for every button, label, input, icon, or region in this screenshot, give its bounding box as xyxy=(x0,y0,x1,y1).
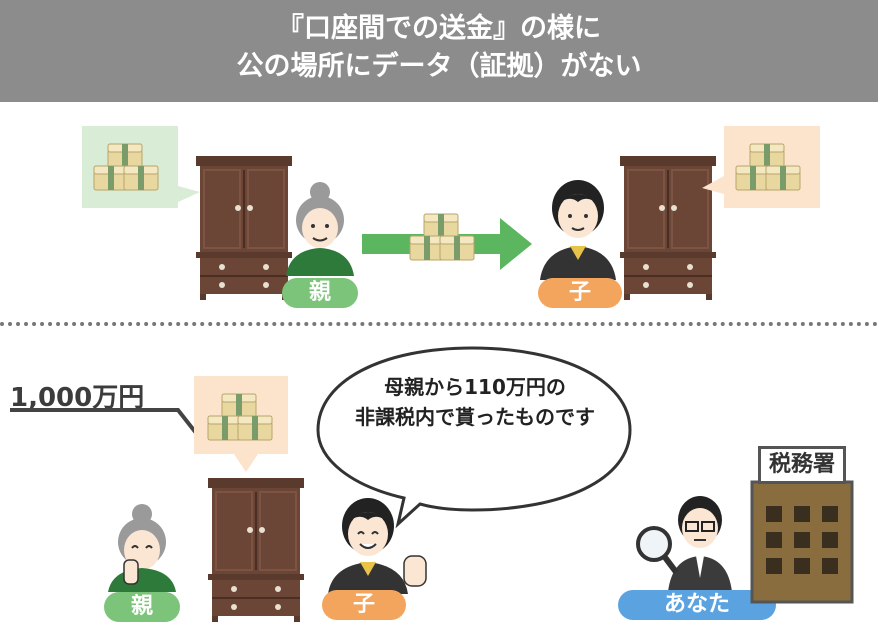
parent-label-bottom: 親 xyxy=(104,592,180,622)
parent-wardrobe xyxy=(196,156,292,301)
hidden-money-panel xyxy=(194,376,288,472)
you-label: あなた xyxy=(618,590,776,620)
amount-leader-line xyxy=(10,408,206,444)
tax-office-sign: 税務署 xyxy=(758,446,846,484)
bottom-wardrobe xyxy=(208,478,304,623)
magnifier-icon xyxy=(636,526,672,562)
transfer-arrow xyxy=(362,206,532,270)
child-figure xyxy=(540,180,616,280)
child-label: 子 xyxy=(538,278,622,308)
tax-inspector-figure xyxy=(636,496,732,592)
section-divider xyxy=(0,322,878,326)
child-money-panel xyxy=(702,126,820,208)
child-label-bottom: 子 xyxy=(322,590,406,620)
speech-line-1: 母親から110万円の xyxy=(384,375,566,399)
parent-label: 親 xyxy=(282,278,358,308)
parent-figure-bottom xyxy=(108,504,176,592)
speech-line-2: 非課税内で貰ったものです xyxy=(355,405,595,429)
tax-office-building xyxy=(750,480,854,604)
speech-bubble xyxy=(316,346,632,529)
speech-text: 母親から110万円の 非課税内で貰ったものです xyxy=(340,372,610,432)
header-line-1: 『口座間での送金』の様に xyxy=(277,13,601,44)
parent-money-panel xyxy=(82,126,200,208)
child-figure-bottom xyxy=(328,498,427,594)
header-banner: 『口座間での送金』の様に 公の場所にデータ（証拠）がない xyxy=(0,0,878,102)
header-line-2: 公の場所にデータ（証拠）がない xyxy=(236,51,642,82)
money-stack-icon xyxy=(410,214,474,260)
parent-figure xyxy=(286,182,354,276)
